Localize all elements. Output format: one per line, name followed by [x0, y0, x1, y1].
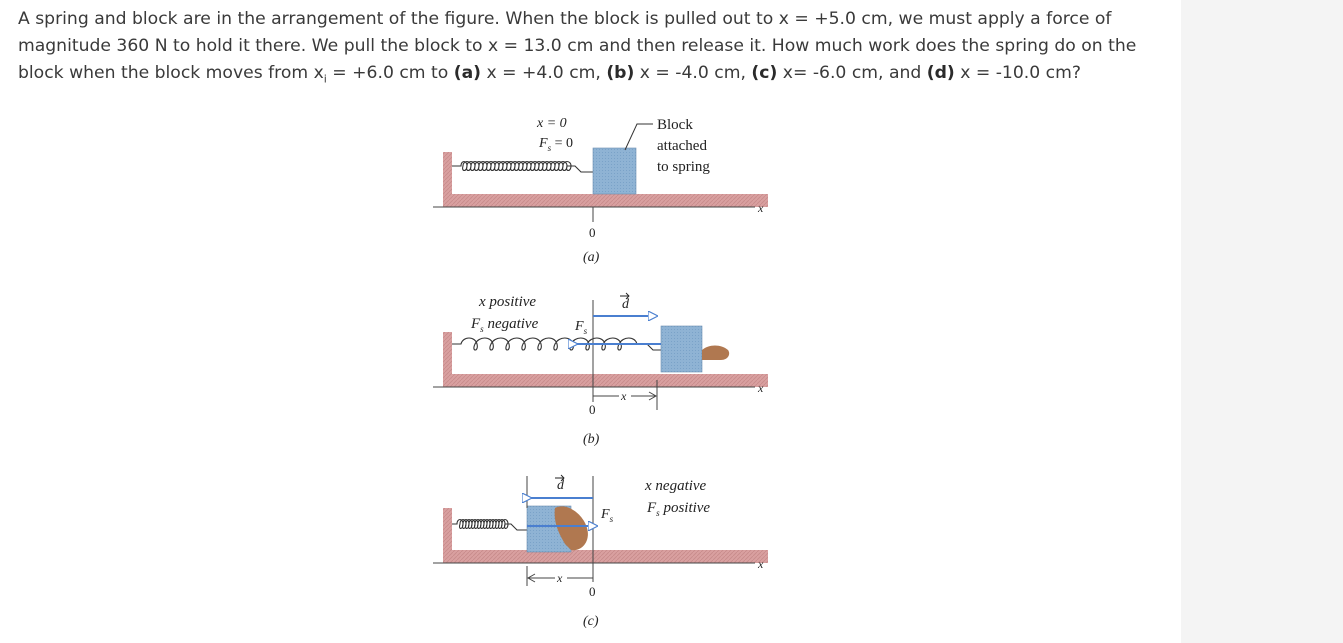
panel-b-d-label: d	[622, 297, 630, 312]
subscript-i: i	[323, 72, 327, 86]
part-d-value: x = -10.0 cm?	[954, 63, 1081, 83]
panel-b-hand	[702, 345, 730, 360]
right-gutter	[1181, 0, 1343, 643]
panel-c-axis-x: x	[757, 557, 764, 571]
panel-b-x-positive: x positive	[478, 294, 536, 310]
part-a-value: x = +4.0 cm,	[481, 63, 607, 83]
panel-a-block	[592, 147, 637, 195]
panel-c-d-label: d	[557, 478, 565, 493]
panel-a-spring	[452, 160, 593, 173]
part-b-label: (b)	[606, 63, 635, 83]
panel-c-fs-vector-label: Fs	[600, 507, 614, 524]
panel-b-d-vector-arrow	[620, 292, 630, 300]
panel-b-caption: (b)	[583, 432, 600, 447]
panel-c-floor	[443, 550, 768, 563]
panel-b-wall	[443, 332, 452, 387]
panel-c-spring	[452, 518, 527, 531]
part-c-label: (c)	[751, 63, 778, 83]
panel-a-block-label-1: Block	[657, 117, 693, 133]
part-d-label: (d)	[926, 63, 955, 83]
question-intro: A spring and block are in the arrangemen…	[18, 9, 1137, 83]
panel-c-fs-positive: Fs positive	[646, 500, 710, 518]
part-b-value: x = -4.0 cm,	[634, 63, 752, 83]
panel-c: x negative Fs positive x d	[433, 474, 768, 629]
part-a-label: (a)	[453, 63, 482, 83]
panel-c-zero: 0	[589, 584, 596, 599]
panel-b-x-dim-arrowhead	[648, 391, 658, 401]
panel-c-x-dim-arrowhead	[526, 573, 536, 583]
part-c-value: x= -6.0 cm, and	[777, 63, 927, 83]
question-text: A spring and block are in the arrangemen…	[18, 6, 1168, 92]
panel-b-spring	[452, 337, 661, 351]
panel-b-fs-negative: Fs negative	[470, 316, 539, 334]
panel-a: x = 0 Fs = 0 x Block attached to spring	[433, 116, 768, 265]
question-from-value: = +6.0 cm to	[326, 63, 454, 83]
figure-svg: x = 0 Fs = 0 x Block attached to spring	[433, 116, 768, 629]
panel-c-d-vector-arrow	[555, 474, 565, 482]
panel-b-x-dim-label: x	[620, 389, 627, 403]
panel-a-wall	[443, 152, 452, 207]
panel-a-zero: 0	[589, 225, 596, 240]
panel-b-zero: 0	[589, 402, 596, 417]
panel-b: x positive Fs negative x d Fs	[433, 292, 768, 447]
panel-a-caption: (a)	[583, 250, 600, 265]
panel-c-x-negative: x negative	[644, 478, 707, 494]
panel-c-x-dim-label: x	[556, 571, 563, 585]
panel-b-fs-vector-label: Fs	[574, 319, 588, 336]
panel-c-caption: (c)	[583, 614, 599, 629]
panel-b-axis-x: x	[757, 381, 764, 395]
panel-b-floor	[443, 374, 768, 387]
panel-a-block-label-3: to spring	[657, 159, 710, 175]
panel-c-hand	[554, 506, 588, 551]
panel-a-leader	[624, 123, 653, 151]
panel-a-floor	[443, 194, 768, 207]
panel-c-wall	[443, 508, 452, 563]
panel-a-x-equals-zero: x = 0	[536, 116, 567, 131]
panel-b-block	[660, 325, 703, 373]
spring-block-figure: x = 0 Fs = 0 x Block attached to spring	[425, 104, 775, 639]
panel-a-axis-x: x	[757, 201, 764, 215]
panel-a-fs-label: Fs = 0	[538, 136, 573, 153]
panel-a-block-label-2: attached	[657, 138, 707, 154]
question-card: A spring and block are in the arrangemen…	[18, 6, 1168, 639]
